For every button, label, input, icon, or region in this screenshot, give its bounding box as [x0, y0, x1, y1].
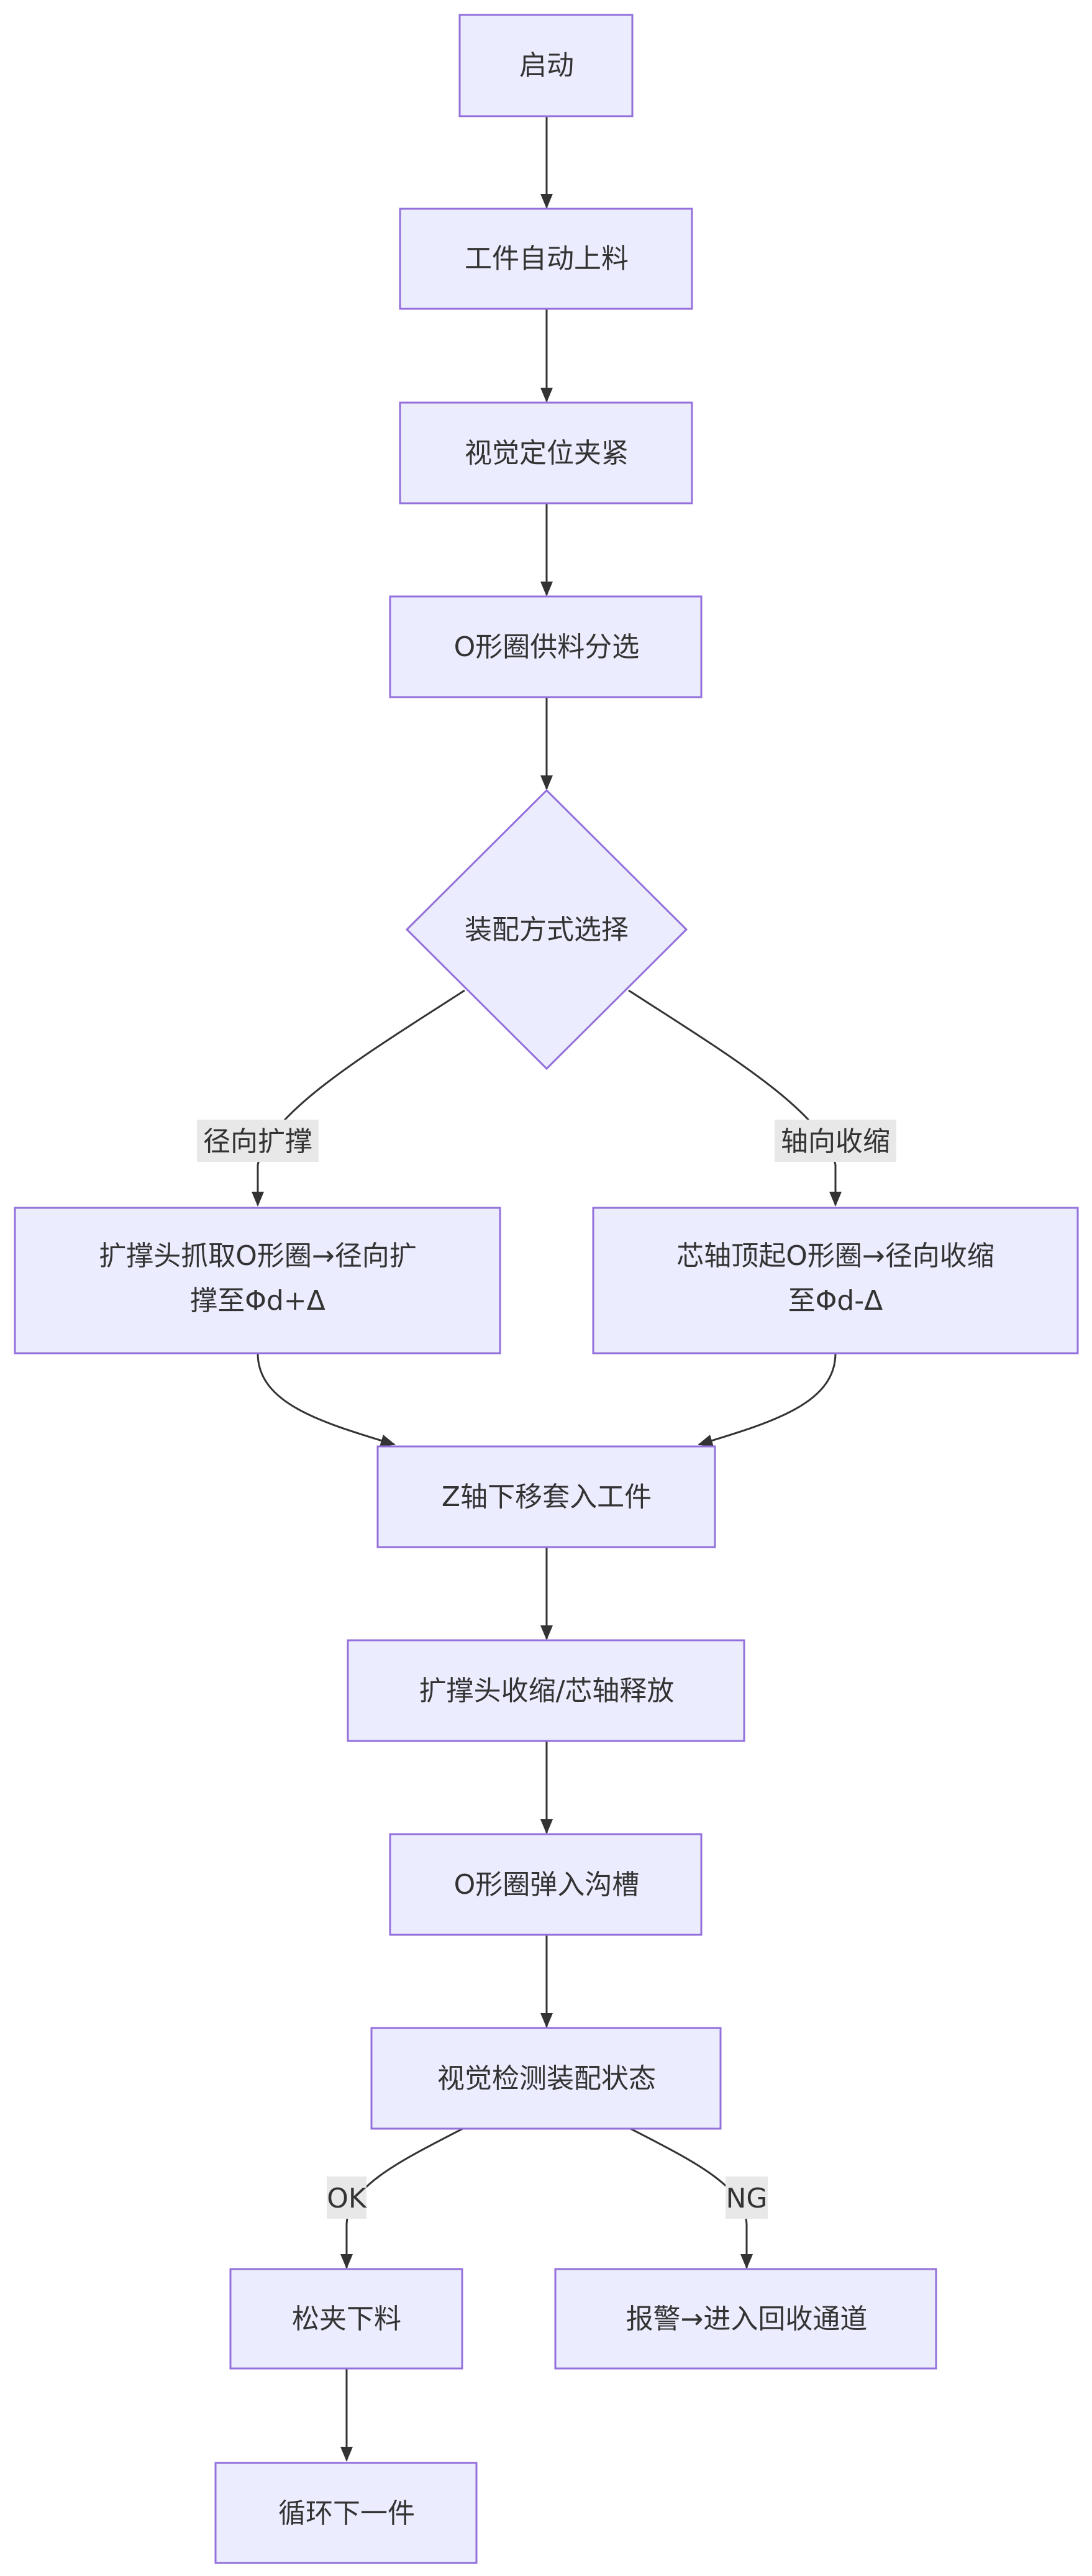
svg-text:视觉定位夹紧: 视觉定位夹紧 — [465, 437, 629, 469]
edge-decision-to-expand — [252, 989, 465, 1207]
node-unload: 松夹下料 — [229, 2268, 463, 2370]
node-inspect: 视觉检测装配状态 — [370, 2027, 722, 2130]
svg-text:芯轴顶起O形圈→径向收缩: 芯轴顶起O形圈→径向收缩 — [676, 1240, 994, 1272]
node-loading: 工件自动上料 — [399, 208, 693, 310]
svg-text:装配方式选择: 装配方式选择 — [465, 914, 629, 946]
edge-label-ng: NG — [726, 2176, 768, 2219]
node-shrink: 芯轴顶起O形圈→径向收缩 至Φd-Δ — [592, 1207, 1079, 1354]
svg-text:循环下一件: 循环下一件 — [278, 2498, 415, 2529]
svg-text:Z轴下移套入工件: Z轴下移套入工件 — [442, 1481, 652, 1513]
svg-text:O形圈供料分选: O形圈供料分选 — [454, 631, 640, 663]
edge-decision-to-shrink — [628, 989, 842, 1207]
svg-text:NG: NG — [726, 2183, 767, 2214]
node-start: 启动 — [458, 14, 634, 117]
svg-text:报警→进入回收通道: 报警→进入回收通道 — [626, 2303, 868, 2335]
edge-expand-to-insert — [257, 1353, 396, 1447]
node-release: 扩撑头收缩/芯轴释放 — [347, 1639, 745, 1742]
node-next: 循环下一件 — [214, 2462, 478, 2564]
svg-text:至Φd-Δ: 至Φd-Δ — [788, 1285, 883, 1317]
node-alarm: 报警→进入回收通道 — [554, 2268, 937, 2370]
svg-text:OK: OK — [327, 2183, 367, 2214]
svg-text:松夹下料: 松夹下料 — [292, 2303, 401, 2335]
edge-label-ok: OK — [327, 2176, 367, 2219]
svg-text:启动: 启动 — [519, 50, 574, 81]
svg-text:轴向收缩: 轴向收缩 — [781, 1126, 890, 1158]
svg-text:O形圈弹入沟槽: O形圈弹入沟槽 — [454, 1869, 640, 1901]
node-insert: Z轴下移套入工件 — [376, 1445, 716, 1548]
edge-label-radial-expand: 径向扩撑 — [197, 1120, 319, 1162]
edge-shrink-to-insert — [698, 1353, 837, 1447]
svg-text:径向扩撑: 径向扩撑 — [203, 1126, 312, 1158]
node-clamp: 视觉定位夹紧 — [399, 401, 693, 505]
svg-text:扩撑头收缩/芯轴释放: 扩撑头收缩/芯轴释放 — [419, 1675, 675, 1707]
node-expand: 扩撑头抓取O形圈→径向扩 撑至Φd+Δ — [14, 1207, 501, 1354]
svg-text:扩撑头抓取O形圈→径向扩: 扩撑头抓取O形圈→径向扩 — [99, 1240, 417, 1272]
edge-label-axial-shrink: 轴向收缩 — [775, 1120, 896, 1162]
node-sorting: O形圈供料分选 — [389, 595, 703, 698]
svg-text:视觉检测装配状态: 视觉检测装配状态 — [437, 2063, 656, 2094]
svg-text:撑至Φd+Δ: 撑至Φd+Δ — [190, 1285, 325, 1317]
node-groove: O形圈弹入沟槽 — [389, 1833, 703, 1936]
node-decision: 装配方式选择 — [405, 788, 688, 1071]
svg-text:工件自动上料: 工件自动上料 — [465, 243, 629, 275]
